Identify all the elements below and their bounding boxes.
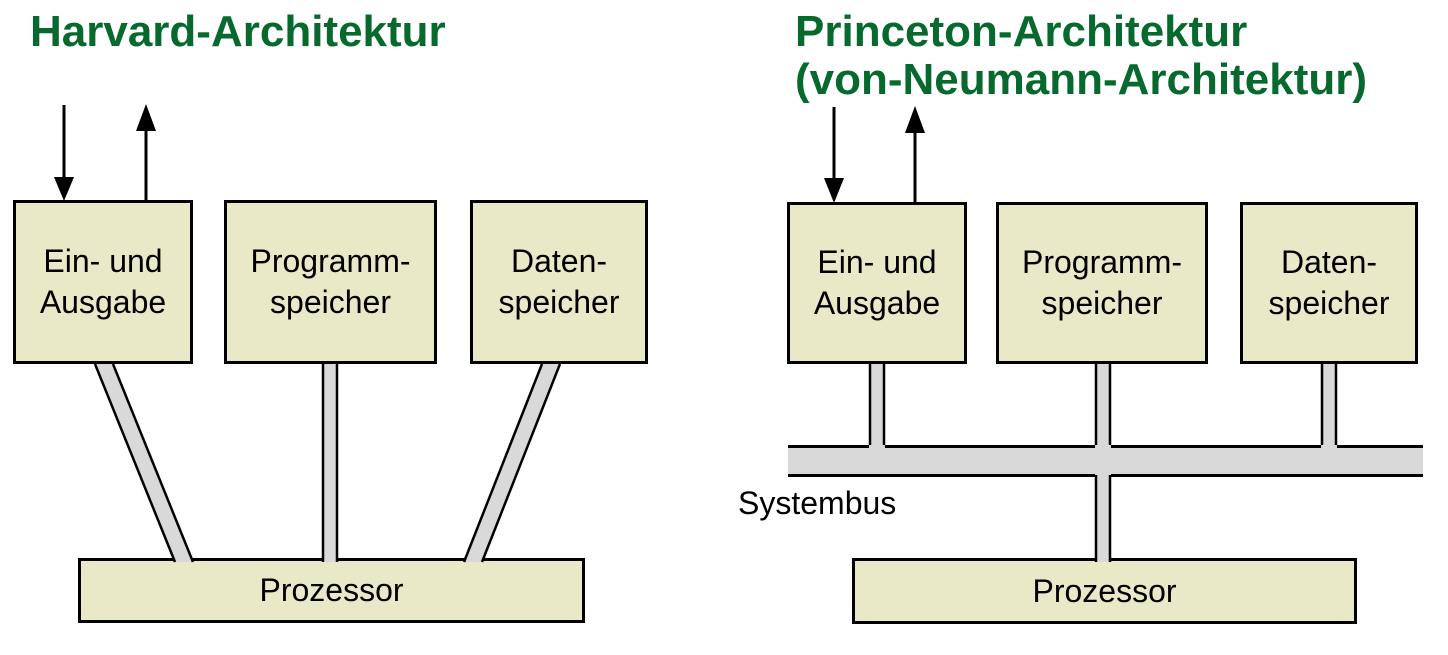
princeton-output-arrow-icon (905, 106, 925, 202)
harvard-program-label-line1: Programm- (250, 243, 411, 279)
princeton-processor-box: Prozessor (852, 558, 1357, 624)
harvard-title: Harvard-Architektur (30, 8, 446, 56)
harvard-io-box: Ein- und Ausgabe (13, 200, 193, 364)
harvard-processor-box: Prozessor (78, 558, 585, 623)
harvard-data-label-line1: Daten- (510, 243, 608, 279)
princeton-data-memory-box: Daten- speicher (1240, 202, 1418, 364)
harvard-input-arrow-icon (54, 105, 74, 201)
systembus-bar (788, 445, 1423, 477)
princeton-input-arrow-icon (824, 107, 844, 203)
princeton-io-box: Ein- und Ausgabe (787, 202, 967, 364)
harvard-data-memory-box: Daten- speicher (470, 200, 648, 364)
harvard-program-memory-box: Programm- speicher (224, 200, 437, 364)
princeton-title: Princeton-Architektur (von-Neumann-Archi… (795, 8, 1367, 104)
harvard-title-text: Harvard-Architektur (30, 7, 446, 56)
princeton-data-label-line1: Daten- (1280, 244, 1378, 280)
princeton-data-label-line2: speicher (1268, 285, 1390, 321)
princeton-data-bus-connector (1320, 364, 1338, 452)
systembus-label: Systembus (738, 485, 897, 521)
princeton-processor-label: Prozessor (1032, 572, 1177, 609)
harvard-program-processor-connector (321, 364, 339, 562)
princeton-io-bus-connector (868, 364, 886, 452)
princeton-program-label-line1: Programm- (1021, 244, 1182, 280)
harvard-processor-label: Prozessor (259, 572, 404, 608)
princeton-io-label-line1: Ein- und (817, 244, 937, 280)
princeton-program-label-line2: speicher (1041, 285, 1163, 321)
harvard-io-processor-connector (93, 363, 195, 563)
harvard-program-label-line2: speicher (270, 284, 391, 320)
harvard-data-processor-connector (462, 363, 562, 563)
princeton-io-label-line2: Ausgabe (813, 285, 941, 321)
harvard-io-label-line2: Ausgabe (39, 284, 167, 320)
princeton-title-line2: (von-Neumann-Architektur) (795, 55, 1368, 104)
harvard-io-label-line1: Ein- und (43, 243, 163, 279)
princeton-program-bus-connector (1094, 364, 1112, 452)
princeton-title-line1: Princeton-Architektur (795, 7, 1248, 56)
princeton-program-memory-box: Programm- speicher (996, 202, 1208, 364)
princeton-bus-processor-connector (1094, 472, 1112, 562)
harvard-output-arrow-icon (136, 104, 156, 200)
harvard-data-label-line2: speicher (498, 284, 620, 320)
